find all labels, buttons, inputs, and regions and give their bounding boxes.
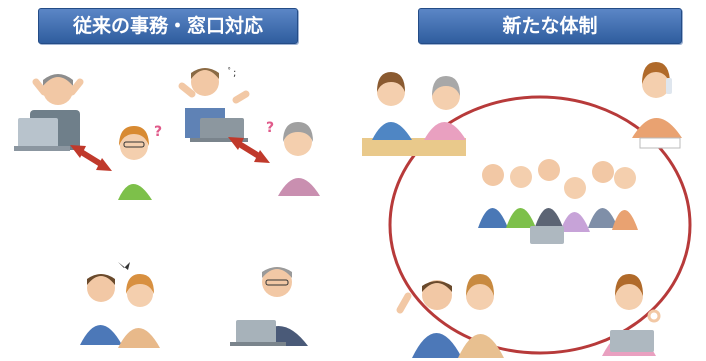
worried-staff-pair-illustration [80,262,160,348]
new-system-title: 新たな体制 [502,15,598,37]
consultation-pair-illustration [362,72,466,156]
stressed-man-at-laptop-illustration: ﾟ; [178,67,250,142]
conflict-arrow [70,145,112,171]
staff-ok-sign-illustration [602,274,661,356]
new-system-banner: 新たな体制 [418,8,682,44]
svg-text:?: ? [154,124,162,140]
shocked-man-at-laptop-illustration [230,267,308,346]
staff-pair-illustration [396,274,504,358]
staff-on-phone-illustration [632,62,682,149]
team-group-illustration [478,159,638,244]
cooperation-cycle [388,95,692,355]
puzzled-woman-green-illustration: ? [118,124,162,200]
conflict-arrow [228,137,270,163]
puzzled-elderly-woman-illustration: ? [266,120,320,196]
old-system-banner: 従来の事務・窓口対応 [38,8,298,44]
svg-text:ﾟ;: ﾟ; [228,67,236,79]
old-system-title: 従来の事務・窓口対応 [72,15,263,37]
svg-text:?: ? [266,120,274,136]
confused-man-at-laptop-illustration [14,74,84,151]
